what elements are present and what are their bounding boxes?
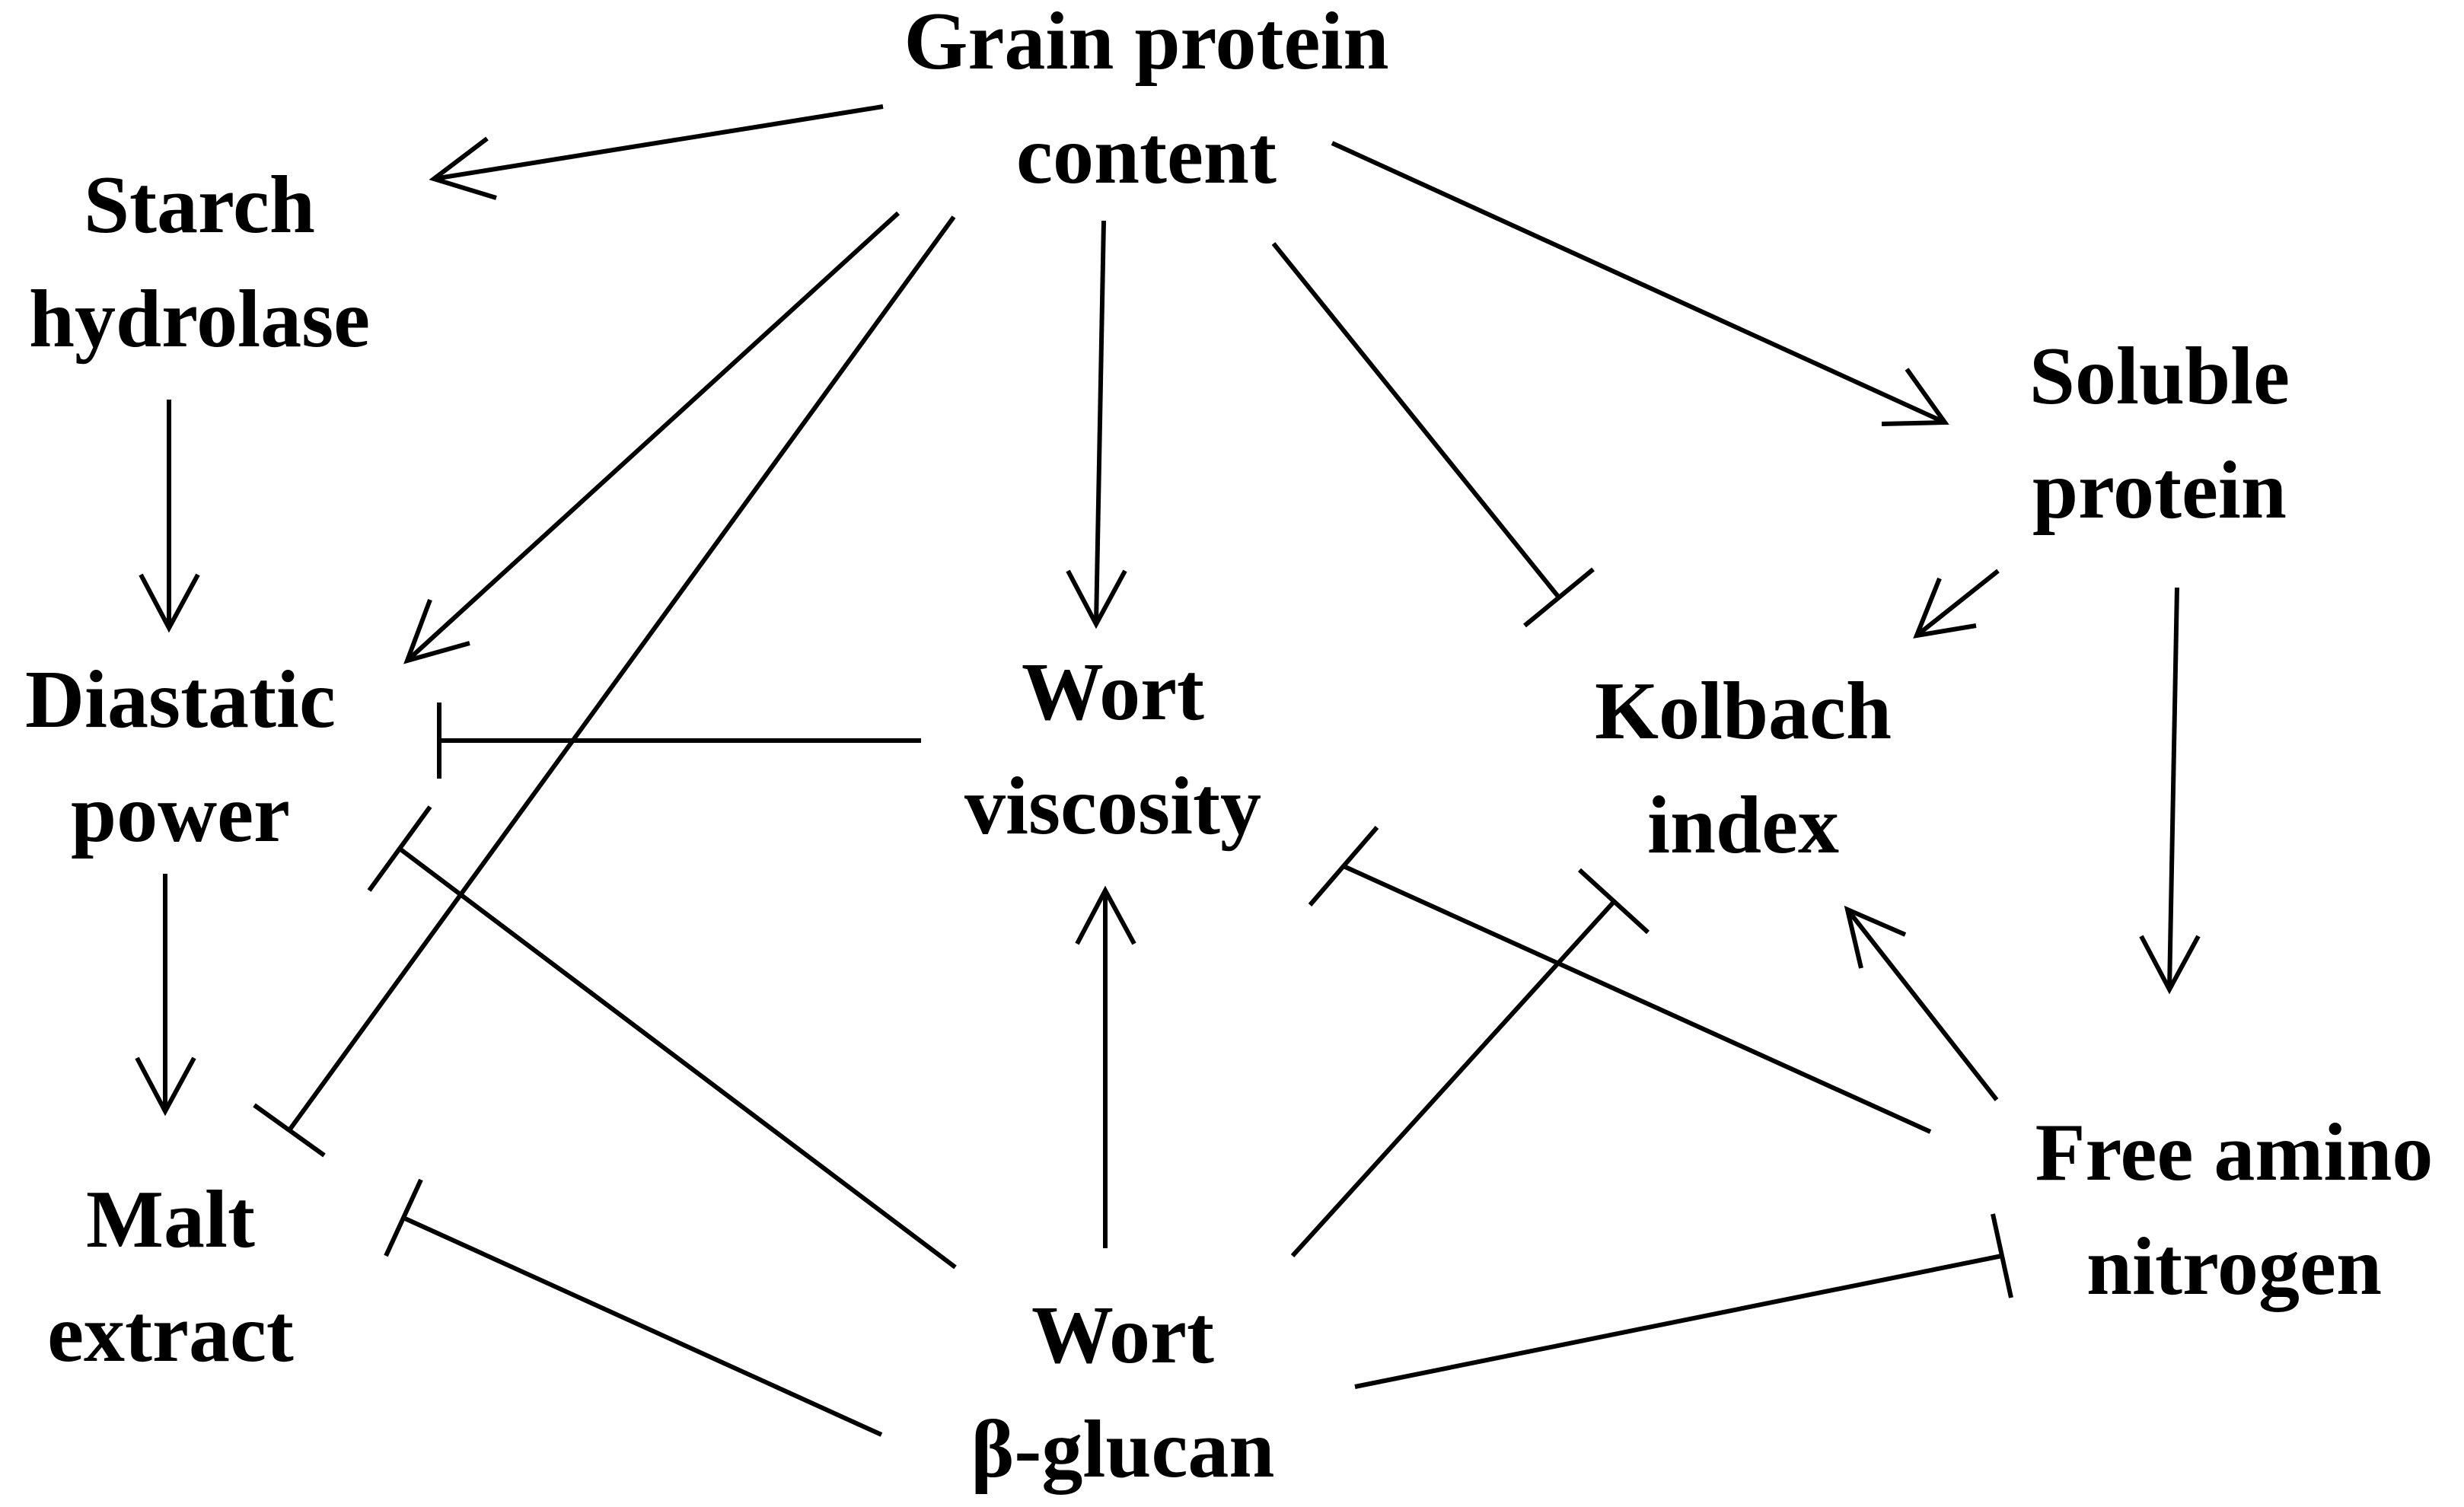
edge-wort-beta-glucan-to-kolbach-index xyxy=(1290,868,1650,1258)
node-malt-extract-line2: extract xyxy=(47,1289,294,1379)
node-free-amino-nitrogen-line2: nitrogen xyxy=(2086,1222,2383,1312)
node-soluble-protein-line1: Soluble xyxy=(2029,331,2290,422)
edge-soluble-protein-to-free-amino-nitrogen xyxy=(2139,587,2201,995)
edge-wort-beta-glucan-to-malt-extract xyxy=(384,1178,883,1437)
edge-wort-beta-glucan-to-wort-viscosity xyxy=(1075,885,1136,1248)
edge-wort-viscosity-to-diastatic-power xyxy=(437,703,921,779)
node-diastatic-power-line1: Diastatic xyxy=(25,655,336,745)
node-starch-hydrolase: Starch hydrolase xyxy=(29,148,370,377)
edge-grain-protein-to-kolbach-index xyxy=(1271,242,1595,628)
node-wort-viscosity-line2: viscosity xyxy=(964,761,1261,852)
edge-wort-beta-glucan-to-free-amino-nitrogen xyxy=(1354,1213,2013,1389)
edge-grain-protein-to-soluble-protein xyxy=(1331,141,1949,426)
node-starch-hydrolase-line1: Starch xyxy=(83,160,315,250)
node-free-amino-nitrogen-line1: Free amino xyxy=(2035,1107,2434,1198)
node-wort-beta-glucan-line2: β-glucan xyxy=(971,1404,1275,1495)
node-malt-extract: Malt extract xyxy=(47,1163,294,1391)
node-kolbach-index-line2: index xyxy=(1646,780,1840,871)
node-kolbach-index: Kolbach index xyxy=(1595,655,1892,883)
node-free-amino-nitrogen: Free amino nitrogen xyxy=(2035,1096,2434,1324)
node-diastatic-power-line2: power xyxy=(71,769,290,859)
edge-soluble-protein-to-kolbach-index xyxy=(1913,569,2000,639)
node-soluble-protein-line2: protein xyxy=(2032,445,2287,536)
edge-free-amino-nitrogen-to-kolbach-index xyxy=(1844,905,1999,1101)
edge-grain-protein-to-starch-hydrolase xyxy=(429,104,884,200)
edge-starch-hydrolase-to-diastatic-power xyxy=(139,400,200,633)
edge-grain-protein-to-diastatic-power xyxy=(403,211,900,664)
edge-grain-protein-to-wort-viscosity xyxy=(1066,220,1127,629)
edge-free-amino-nitrogen-to-wort-viscosity xyxy=(1308,826,1932,1134)
node-kolbach-index-line1: Kolbach xyxy=(1594,666,1892,757)
edge-grain-protein-to-malt-extract xyxy=(253,215,956,1158)
node-soluble-protein: Soluble protein xyxy=(2029,320,2290,548)
node-diastatic-power: Diastatic power xyxy=(25,643,336,871)
node-grain-protein-content-line1: Grain protein xyxy=(904,0,1389,87)
node-malt-extract-line1: Malt xyxy=(86,1174,255,1265)
node-grain-protein-content: Grain protein content xyxy=(904,0,1388,213)
node-starch-hydrolase-line2: hydrolase xyxy=(28,274,371,365)
node-wort-viscosity-line1: Wort xyxy=(1022,647,1204,738)
edge-diastatic-power-to-malt-extract xyxy=(135,874,196,1117)
node-grain-protein-content-line2: content xyxy=(1016,110,1277,201)
node-wort-viscosity: Wort viscosity xyxy=(964,636,1261,864)
node-wort-beta-glucan: Wort β-glucan xyxy=(971,1279,1275,1507)
node-wort-beta-glucan-line1: Wort xyxy=(1031,1290,1214,1381)
edge-wort-beta-glucan-to-diastatic-power xyxy=(367,805,957,1270)
